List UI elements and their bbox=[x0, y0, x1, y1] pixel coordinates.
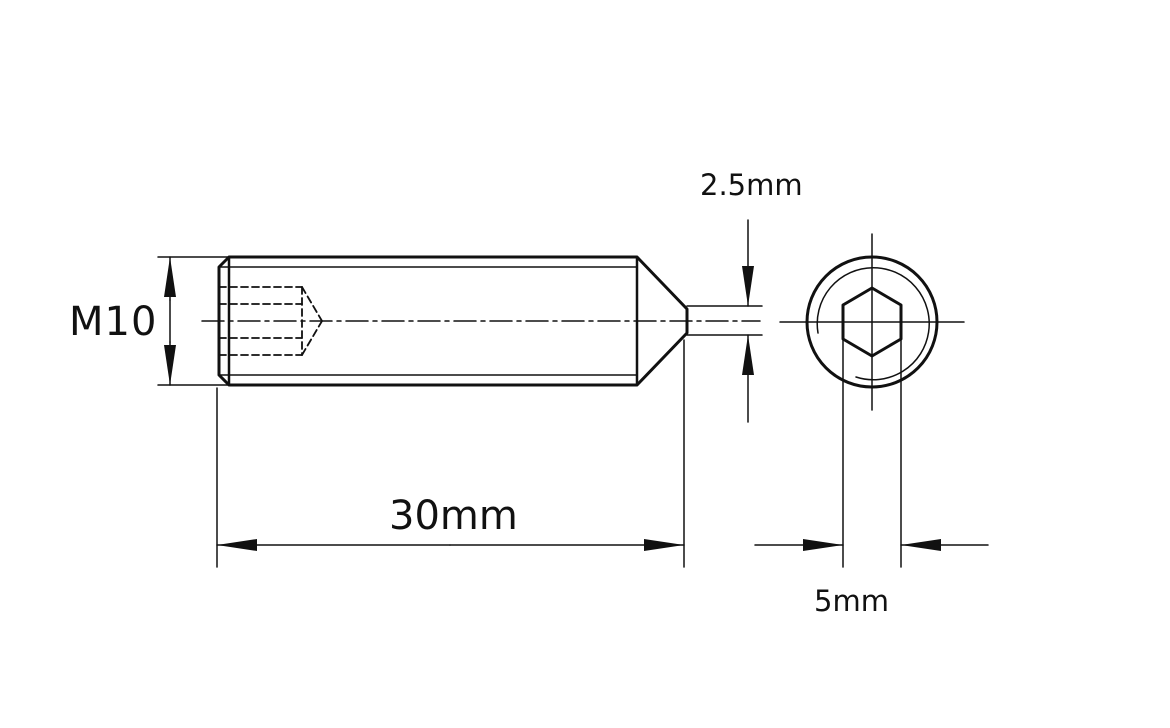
end-view-thread-arc bbox=[816, 266, 930, 381]
dimension-hex-socket bbox=[754, 338, 989, 568]
point-diameter-label: 2.5mm bbox=[700, 168, 803, 202]
screw-end-view bbox=[779, 233, 965, 411]
dimension-m10 bbox=[157, 256, 230, 386]
hex-socket-size-label: 5mm bbox=[814, 584, 889, 618]
dimension-length bbox=[216, 339, 685, 568]
thread-size-label: M10 bbox=[69, 299, 158, 345]
hidden-hex-socket bbox=[218, 286, 323, 356]
length-label: 30mm bbox=[389, 493, 518, 539]
dimension-point-diameter bbox=[686, 219, 763, 423]
